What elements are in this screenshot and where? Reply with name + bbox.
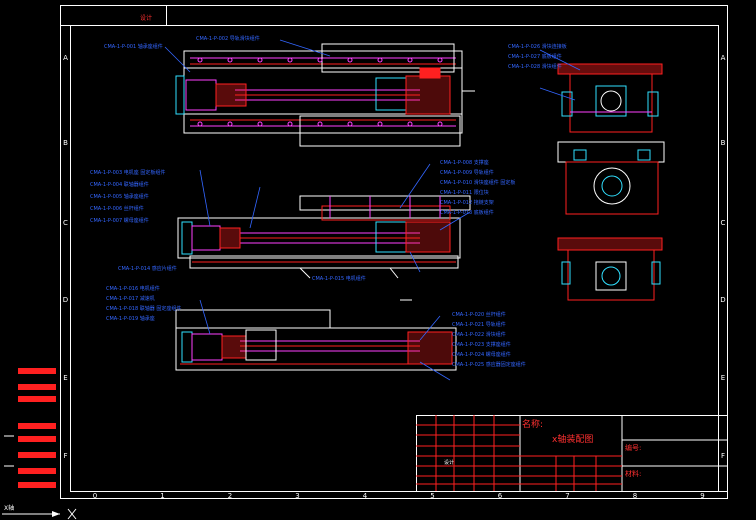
title-block xyxy=(416,415,728,492)
col-number: 6 xyxy=(498,492,503,500)
callout-label: CMA-1-P-019 轴承座 xyxy=(106,315,155,322)
callout-label: CMA-1-P-028 滑块组件 xyxy=(508,63,562,70)
row-letters-right: A B C D E F xyxy=(720,54,725,460)
left-revision-table xyxy=(4,368,56,488)
col-number: 4 xyxy=(363,492,368,500)
side-view-bottom xyxy=(557,237,663,301)
callout-label: CMA-1-P-010 滑块座组件 固定板 xyxy=(440,179,515,186)
side-view-top xyxy=(557,63,663,133)
col-number: 7 xyxy=(565,492,569,500)
col-number: 8 xyxy=(633,492,637,500)
title-revision-mark: 设计 xyxy=(444,459,454,466)
callout-label: CMA-1-P-018 联轴器 固定座组件 xyxy=(106,305,181,312)
callout-label: CMA-1-P-020 丝杆组件 xyxy=(452,311,506,318)
col-number: 3 xyxy=(295,492,299,500)
callout-label: CMA-1-P-005 轴承座组件 xyxy=(90,193,149,200)
callout-label: CMA-1-P-015 电机组件 xyxy=(312,275,366,282)
row-letters-left: A B C D E F xyxy=(63,54,68,460)
col-number: 2 xyxy=(228,492,232,500)
callout-label: CMA-1-P-027 底板组件 xyxy=(508,53,562,60)
col-number: 9 xyxy=(700,492,704,500)
title-code-label: 编号: xyxy=(625,443,641,452)
row-letter-right: F xyxy=(721,452,725,460)
callout-label: CMA-1-P-007 螺母座组件 xyxy=(90,217,149,224)
callout-label: CMA-1-P-026 滑块连接板 xyxy=(508,43,567,50)
col-number: 1 xyxy=(160,492,164,500)
callout-label: CMA-1-P-001 轴承座组件 xyxy=(104,43,163,50)
side-view-middle xyxy=(557,141,665,215)
callout-label: CMA-1-P-002 导轨滑块组件 xyxy=(196,35,260,42)
col-number: 5 xyxy=(430,492,434,500)
top-banner xyxy=(60,5,167,26)
axis-corner-label: X轴 xyxy=(4,504,14,512)
row-letter-right: B xyxy=(721,139,726,147)
title-material-label: 材料: xyxy=(625,469,641,478)
drawing-title: x轴装配图 xyxy=(552,433,593,445)
row-letter-right: D xyxy=(720,296,725,304)
axis-indicator xyxy=(2,508,77,520)
callout-label: CMA-1-P-008 支撑座 xyxy=(440,159,489,166)
row-letter-left: B xyxy=(63,139,68,147)
row-letter-right: E xyxy=(721,374,725,382)
top-view-assembly xyxy=(175,43,475,147)
row-letter-left: E xyxy=(63,374,67,382)
callout-label: CMA-1-P-006 丝杆组件 xyxy=(90,205,144,212)
callout-label: CMA-1-P-016 电机组件 xyxy=(106,285,160,292)
callout-label: CMA-1-P-011 限位块 xyxy=(440,189,489,196)
row-letter-right: C xyxy=(721,219,726,227)
callout-label: CMA-1-P-023 支撑座组件 xyxy=(452,341,511,348)
front-view-assembly xyxy=(177,195,471,279)
col-numbers: 0 1 2 3 4 5 6 7 8 9 xyxy=(93,492,705,500)
callout-label: CMA-1-P-017 减速机 xyxy=(106,295,155,302)
row-letter-left: F xyxy=(63,452,67,460)
inner-frame xyxy=(70,25,719,492)
callout-label: CMA-1-P-003 电机座 固定板组件 xyxy=(90,169,165,176)
callout-label: CMA-1-P-014 感应片组件 xyxy=(118,265,177,272)
row-letter-left: A xyxy=(63,54,68,62)
callout-leaders xyxy=(164,39,581,381)
top-banner-mark: 设计 xyxy=(140,14,152,22)
callout-label: CMA-1-P-021 导轨组件 xyxy=(452,321,506,328)
callout-label: CMA-1-P-024 螺母座组件 xyxy=(452,351,511,358)
callout-label: CMA-1-P-012 拖链支架 xyxy=(440,199,494,206)
row-letter-left: D xyxy=(63,296,68,304)
callout-label: CMA-1-P-009 导轨组件 xyxy=(440,169,494,176)
callout-label: CMA-1-P-025 感应器固定座组件 xyxy=(452,361,526,368)
callout-label: CMA-1-P-022 滑块组件 xyxy=(452,331,506,338)
outer-frame xyxy=(60,5,728,499)
title-name-label: 名称: xyxy=(522,418,543,430)
callout-label: CMA-1-P-013 底板组件 xyxy=(440,209,494,216)
row-letter-right: A xyxy=(721,54,726,62)
callout-label: CMA-1-P-004 联轴器组件 xyxy=(90,181,149,188)
col-number: 0 xyxy=(93,492,97,500)
section-view-assembly xyxy=(175,299,457,371)
callout-labels: CMA-1-P-001 轴承座组件 CMA-1-P-002 导轨滑块组件 CMA-1… xyxy=(90,35,567,368)
row-letter-left: C xyxy=(63,219,68,227)
